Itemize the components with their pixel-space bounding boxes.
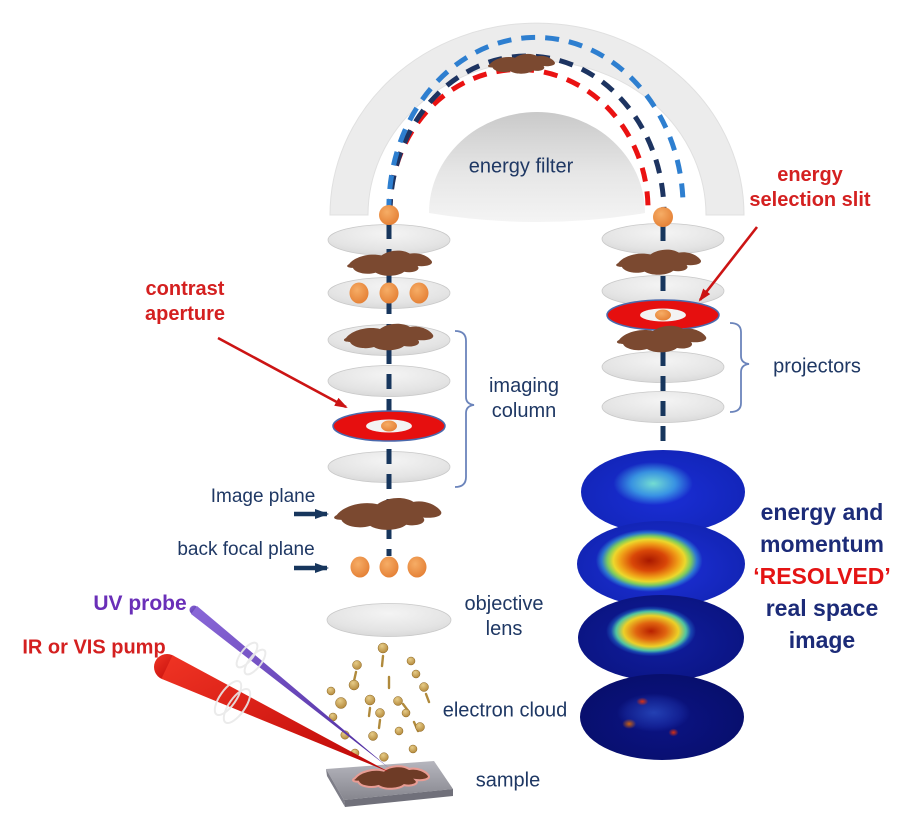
resolved-caption: energy and momentum ‘RESOLVED’ real spac…	[753, 499, 891, 653]
contrast-aperture-ring	[332, 410, 446, 442]
imaging-column-bracket	[454, 330, 475, 488]
sample-label: sample	[475, 769, 541, 792]
resolved-image-4	[580, 674, 744, 760]
trajectory-navy	[387, 53, 667, 214]
energy-selection-slit-ring	[606, 299, 720, 331]
electron-cloud-label: electron cloud	[442, 699, 568, 722]
resolved-image-1	[581, 450, 745, 534]
imaging-column-label: imaging column	[488, 375, 560, 422]
resolved-image-3	[578, 595, 744, 681]
ir-vis-pump-beam	[154, 654, 389, 772]
back-focal-plane-dot	[407, 556, 427, 578]
image-plane-blob	[334, 498, 442, 530]
contrast-aperture-label: contrast aperture	[144, 278, 226, 325]
image-blob	[616, 249, 702, 275]
image-blob	[347, 250, 433, 276]
uv-probe-label: UV probe	[93, 592, 187, 615]
trajectory-blue	[386, 34, 686, 214]
contrast-aperture-arrow	[217, 336, 348, 409]
resolved-image-2	[577, 521, 745, 607]
energy-filter-dome	[429, 112, 645, 222]
projectors-bracket	[729, 322, 750, 413]
focus-point-markers	[349, 205, 673, 578]
energy-selection-slit-label: energy selection slit	[749, 164, 871, 211]
back-focal-plane-dot	[350, 556, 370, 578]
image-plane-label: Image plane	[210, 486, 316, 507]
sample-stage	[326, 761, 453, 807]
projectors-label: projectors	[773, 355, 861, 378]
objective-lens-ellipse	[326, 603, 452, 637]
energy-filter-label: energy filter	[468, 155, 574, 178]
back-focal-plane-dot	[379, 556, 399, 578]
pulse-coils	[213, 641, 267, 725]
ir-vis-pump-label: IR or VIS pump	[22, 636, 166, 659]
back-focal-plane-label: back focal plane	[177, 539, 315, 560]
energy-selection-slit-arrow	[698, 226, 759, 302]
uv-probe-beam	[189, 605, 389, 768]
objective-lens-label: objective lens	[464, 593, 544, 640]
image-blob	[616, 325, 707, 353]
electron-cloud	[326, 642, 431, 762]
